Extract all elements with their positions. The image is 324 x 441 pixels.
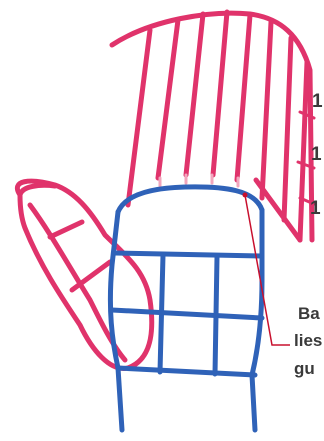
measure-mark-2: 1 — [311, 145, 322, 164]
annotation-line-1: Ba — [298, 305, 320, 322]
palm-left-edge — [110, 212, 122, 430]
finger-guide-arc — [112, 13, 312, 240]
guide-hatch-4 — [213, 12, 227, 175]
guide-hatch-8 — [300, 62, 307, 240]
annotation-line-2: lies — [294, 332, 322, 349]
guide-hatch-3 — [186, 14, 203, 175]
palm-structure — [110, 187, 262, 430]
annotation-pointer-dot — [243, 193, 248, 198]
guide-hatch-7 — [284, 38, 291, 220]
guide-hatch-1 — [128, 30, 150, 205]
palm-top-curve — [118, 187, 262, 212]
thumb-tip-cap — [20, 185, 55, 195]
palm-row-2 — [112, 310, 262, 318]
palm-row-1 — [115, 253, 262, 256]
annotation-line-3: gu — [294, 360, 315, 377]
thumb-outline — [17, 181, 151, 368]
finger-guide-hatching — [112, 12, 312, 240]
palm-col-2 — [215, 257, 217, 374]
thumb-joint-line — [50, 222, 82, 237]
measure-mark-1: 1 — [312, 92, 323, 111]
palm-col-1 — [160, 255, 163, 372]
knuckle-ticks — [160, 175, 238, 186]
palm-row-3 — [118, 368, 255, 375]
measure-mark-3: 1 — [310, 199, 321, 218]
thumb-outer — [17, 181, 151, 368]
guide-hatch-5 — [237, 15, 250, 180]
guide-hatch-2 — [158, 20, 178, 178]
guide-hatch-6 — [262, 22, 271, 198]
